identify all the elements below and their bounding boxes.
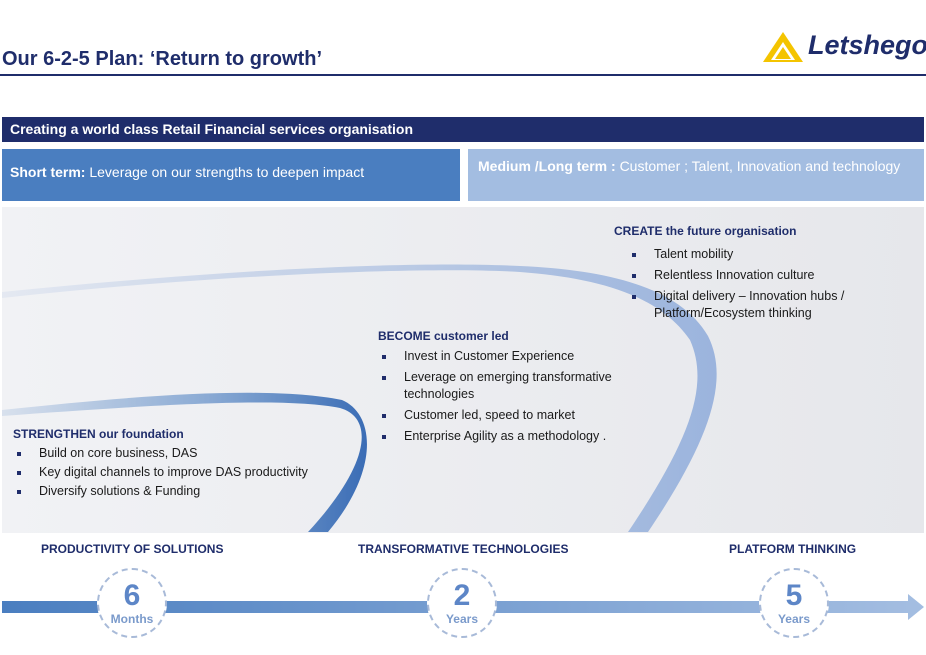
logo-triangle-icon <box>763 32 803 62</box>
short-term-label: Short term: <box>10 164 86 180</box>
stage-strengthen: STRENGTHEN our foundation Build on core … <box>13 427 353 502</box>
timeline-arrow-head <box>908 594 924 620</box>
list-item: Relentless Innovation culture <box>628 267 884 284</box>
stage-create: CREATE the future organisation Talent mo… <box>614 224 884 326</box>
milestone-2-years: 2 Years <box>427 568 497 638</box>
stage-bullet-list: Talent mobility Relentless Innovation cu… <box>614 246 884 322</box>
long-term-label: Medium /Long term : <box>478 158 616 174</box>
stage-bullet-list: Build on core business, DAS Key digital … <box>13 445 353 500</box>
stage-bullet-list: Invest in Customer Experience Leverage o… <box>378 348 658 445</box>
list-item: Talent mobility <box>628 246 884 263</box>
list-item: Customer led, speed to market <box>378 407 658 424</box>
milestone-unit: Years <box>445 612 479 626</box>
stage-title: BECOME customer led <box>378 329 509 343</box>
list-item: Enterprise Agility as a methodology . <box>378 428 658 445</box>
list-item: Diversify solutions & Funding <box>13 483 353 500</box>
letshego-logo: Letshego <box>762 28 926 68</box>
vision-banner: Creating a world class Retail Financial … <box>2 117 924 142</box>
long-term-text: Customer ; Talent, Innovation and techno… <box>619 158 901 174</box>
timeline-label-platform: PLATFORM THINKING <box>729 542 857 556</box>
logo-text: Letshego <box>808 30 926 60</box>
timeline-label-productivity: PRODUCTIVITY OF SOLUTIONS <box>41 542 224 556</box>
list-item: Digital delivery – Innovation hubs / Pla… <box>628 288 874 322</box>
title-divider <box>0 74 926 76</box>
milestone-unit: Years <box>777 612 811 626</box>
list-item: Key digital channels to improve DAS prod… <box>13 464 353 481</box>
milestone-6-months: 6 Months <box>97 568 167 638</box>
stage-1-curve <box>2 392 367 532</box>
milestone-value: 6 <box>123 579 141 612</box>
page-title: Our 6-2-5 Plan: ‘Return to growth’ <box>2 48 323 70</box>
stage-become: BECOME customer led Invest in Customer E… <box>378 329 658 449</box>
stage-area-background <box>2 207 924 533</box>
stage-title: CREATE the future organisation <box>614 224 797 238</box>
milestone-value: 2 <box>453 579 471 612</box>
stage-title: STRENGTHEN our foundation <box>13 427 184 441</box>
milestone-unit: Months <box>110 612 154 626</box>
milestone-value: 5 <box>785 579 803 612</box>
list-item: Invest in Customer Experience <box>378 348 658 365</box>
milestone-5-years: 5 Years <box>759 568 829 638</box>
list-item: Leverage on emerging transformative tech… <box>378 369 634 403</box>
long-term-box: Medium /Long term : Customer ; Talent, I… <box>468 149 924 201</box>
stage-2-curve <box>2 264 717 532</box>
timeline-label-transformative: TRANSFORMATIVE TECHNOLOGIES <box>358 542 569 556</box>
list-item: Build on core business, DAS <box>13 445 353 462</box>
short-term-box: Short term: Leverage on our strengths to… <box>2 149 460 201</box>
short-term-text: Leverage on our strengths to deepen impa… <box>89 164 365 180</box>
